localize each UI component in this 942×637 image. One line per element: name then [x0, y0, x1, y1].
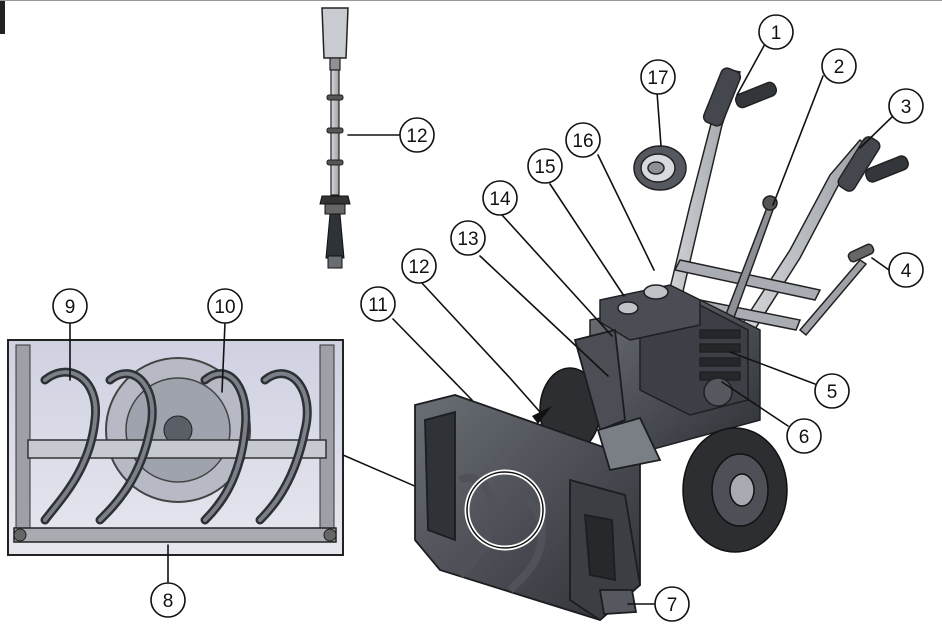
corner-mark — [0, 0, 5, 34]
callout-5-label: 5 — [827, 382, 838, 403]
callout-6-label: 6 — [799, 427, 810, 448]
callout-3: 3 — [888, 88, 924, 124]
callout-2-label: 2 — [834, 57, 845, 78]
callout-4-label: 4 — [901, 261, 912, 282]
callout-3-label: 3 — [901, 97, 912, 118]
callouts: 1 2 3 4 5 6 7 8 9 10 11 12 12 13 14 15 1… — [52, 14, 924, 622]
callout-9-label: 9 — [65, 297, 76, 318]
leader-lines — [69, 43, 894, 605]
callout-10-label: 10 — [214, 297, 235, 318]
callout-1-label: 1 — [771, 23, 782, 44]
callout-16-label: 16 — [572, 131, 593, 152]
callout-1: 1 — [758, 14, 794, 50]
callout-8-label: 8 — [163, 591, 174, 612]
callout-2: 2 — [821, 48, 857, 84]
callout-9: 9 — [52, 288, 88, 324]
callout-12-tool: 12 — [399, 117, 435, 153]
callout-14: 14 — [482, 180, 518, 216]
callout-10: 10 — [207, 288, 243, 324]
callout-15: 15 — [527, 148, 563, 184]
callout-13-label: 13 — [457, 229, 478, 250]
auger-detail-inset — [7, 339, 344, 556]
callout-15-label: 15 — [534, 157, 555, 178]
snowblower-illustration — [414, 67, 909, 622]
callout-16: 16 — [565, 122, 601, 158]
callout-12-machine-label: 12 — [408, 257, 429, 278]
callout-7: 7 — [654, 586, 690, 622]
callout-7-label: 7 — [667, 595, 678, 616]
callout-8: 8 — [150, 582, 186, 618]
spare-tool-illustration — [319, 7, 351, 269]
callout-17-label: 17 — [647, 68, 668, 89]
callout-14-label: 14 — [489, 189, 511, 210]
callout-12-machine: 12 — [401, 248, 437, 284]
callout-17: 17 — [640, 59, 676, 95]
callout-4: 4 — [888, 252, 924, 288]
callout-13: 13 — [450, 220, 486, 256]
pointer-arrow — [532, 406, 552, 424]
callout-6: 6 — [786, 418, 822, 454]
callout-5: 5 — [814, 373, 850, 409]
callout-11: 11 — [360, 286, 396, 322]
callout-12-tool-label: 12 — [406, 126, 427, 147]
callout-11-label: 11 — [368, 295, 388, 316]
